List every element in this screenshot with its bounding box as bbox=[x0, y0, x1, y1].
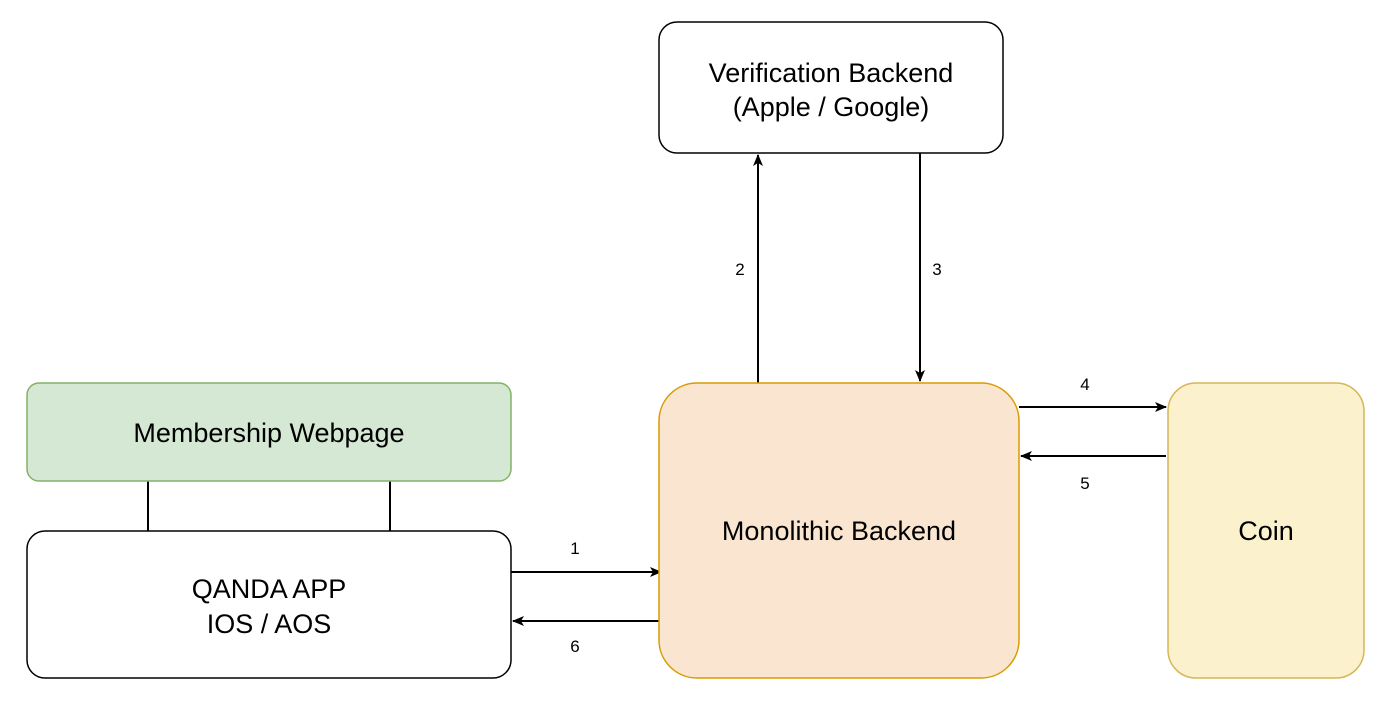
verification-backend-label-line1: Verification Backend bbox=[709, 58, 954, 88]
verification-backend-box bbox=[658, 21, 1004, 154]
edge-2-label: 2 bbox=[735, 260, 744, 279]
verification-backend-node: Verification Backend (Apple / Google) bbox=[658, 21, 1004, 154]
edge-1-label: 1 bbox=[570, 539, 579, 558]
membership-webpage-label: Membership Webpage bbox=[133, 418, 404, 448]
monolithic-backend-label: Monolithic Backend bbox=[722, 516, 956, 546]
monolithic-backend-node: Monolithic Backend bbox=[658, 382, 1020, 679]
verification-backend-label-line2: (Apple / Google) bbox=[733, 92, 930, 122]
coin-label: Coin bbox=[1238, 516, 1294, 546]
coin-box bbox=[1167, 382, 1365, 679]
edge-3-label: 3 bbox=[932, 260, 941, 279]
qanda-app-label-line2: IOS / AOS bbox=[207, 609, 332, 639]
edge-4-label: 4 bbox=[1080, 375, 1089, 394]
monolithic-backend-box bbox=[658, 382, 1020, 679]
qanda-app-label-line1: QANDA APP bbox=[192, 574, 347, 604]
edge-6-label: 6 bbox=[570, 637, 579, 656]
coin-node: Coin bbox=[1167, 382, 1365, 679]
membership-webpage-node: Membership Webpage bbox=[26, 382, 512, 482]
edge-5-label: 5 bbox=[1080, 474, 1089, 493]
qanda-app-box bbox=[26, 530, 512, 679]
membership-webpage-box bbox=[26, 382, 512, 482]
qanda-app-node: QANDA APP IOS / AOS bbox=[26, 530, 512, 679]
